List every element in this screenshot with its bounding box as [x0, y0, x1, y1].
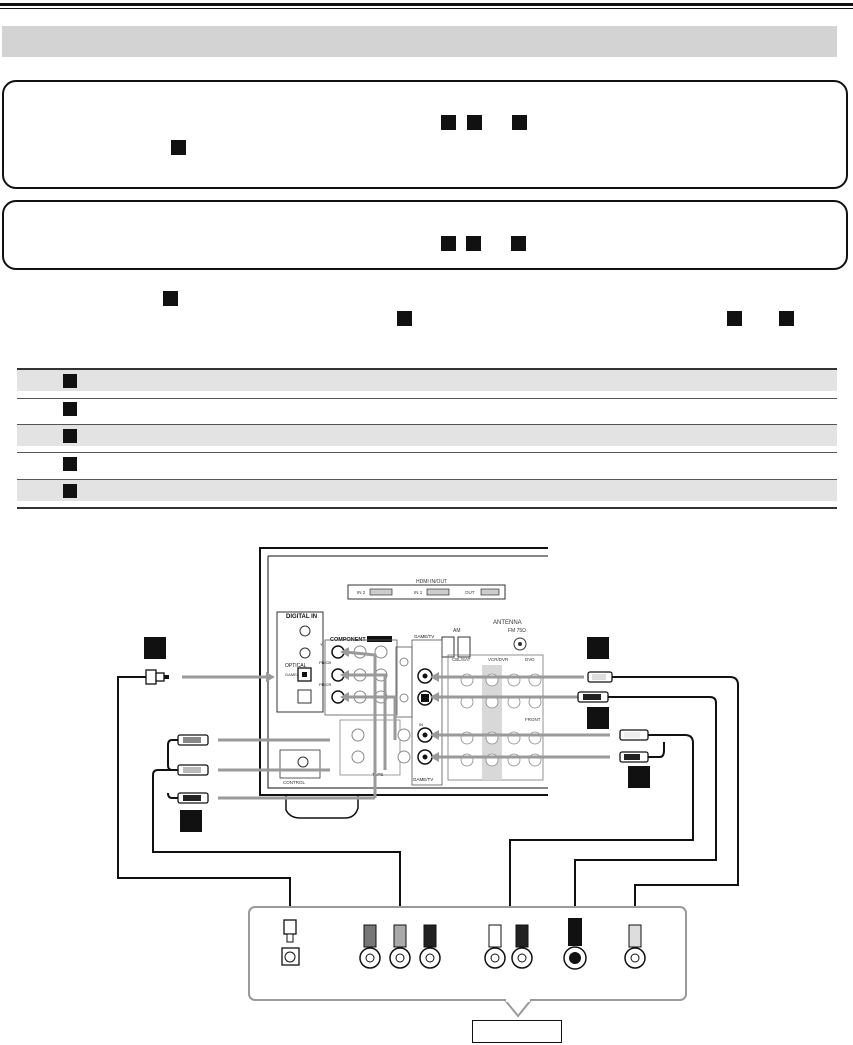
- receiver-rear-panel: [259, 547, 548, 819]
- table-rule: [17, 507, 837, 509]
- table-rule: [17, 398, 837, 399]
- hdmi-input-label: OUT: [465, 590, 475, 595]
- hdmi-panel: HDMI IN/OUT IN 2 IN 1 OUT: [347, 579, 506, 600]
- table-row: [17, 398, 837, 419]
- label-marker: [63, 374, 77, 388]
- hdmi-port: [369, 588, 393, 596]
- hdmi-port: [426, 588, 450, 596]
- hdmi-port: [480, 588, 500, 596]
- label-marker: [63, 429, 77, 443]
- table-row: [17, 480, 837, 501]
- composite-rca: [624, 924, 646, 969]
- digital-in-label: DIGITAL IN: [286, 614, 317, 620]
- component-port-label: PB/CB: [319, 660, 331, 665]
- label-marker: [441, 236, 456, 251]
- table-rule: [17, 452, 837, 453]
- table-rule: [17, 368, 837, 370]
- label-marker: [171, 140, 186, 155]
- video-plugs: [577, 671, 649, 763]
- game-tv-label-2: GAME/TV: [413, 777, 433, 782]
- audio-rca: [484, 924, 533, 969]
- label-marker: [512, 115, 527, 130]
- component-plugs: [177, 734, 209, 804]
- front-label: FRONT: [525, 717, 541, 722]
- optical-plug: [145, 669, 169, 685]
- label-marker: [397, 311, 412, 326]
- source-device-panel: [248, 906, 687, 1018]
- header-rule-bottom: [0, 8, 853, 9]
- fm-label: FM 75Ω: [508, 628, 526, 634]
- label-marker: [180, 810, 202, 832]
- table-rule: [17, 424, 837, 425]
- note-box-2: [2, 200, 848, 270]
- table-row: [17, 425, 837, 446]
- label-marker: [587, 707, 609, 729]
- arrow-heads: [266, 647, 439, 762]
- label-marker: [163, 291, 178, 306]
- optical-label: OPTICAL: [285, 663, 307, 669]
- connection-diagram: HDMI IN/OUT IN 2 IN 1 OUT ANTENNA AM FM …: [117, 547, 739, 1018]
- label-marker: [144, 637, 166, 659]
- note-box-1: [2, 80, 848, 189]
- label-marker: [628, 766, 650, 788]
- header-rule-top: [0, 3, 853, 6]
- vcr-dvr-label: VCR/DVR: [488, 657, 509, 662]
- label-marker: [63, 484, 77, 498]
- optical-port-label: GAME/TV: [285, 672, 303, 677]
- dvd-label: DVD: [525, 657, 535, 662]
- device-label: [472, 1020, 562, 1043]
- section-header-band: [2, 26, 837, 57]
- label-marker: [727, 311, 742, 326]
- hdmi-input-label: IN 1: [414, 590, 423, 595]
- tape-label: TAPE: [372, 772, 383, 777]
- digital-in-panel: DIGITAL IN OPTICAL GAME/TV: [276, 611, 324, 713]
- component-port-label: PR/CR: [319, 682, 332, 687]
- label-marker: [63, 402, 77, 416]
- label-marker: [467, 115, 482, 130]
- cables: [117, 676, 739, 925]
- antenna-terminals: ANTENNA AM FM 75Ω: [441, 620, 527, 658]
- in-label: IN: [419, 722, 423, 727]
- label-marker: [587, 637, 609, 659]
- component-port-label: Y: [320, 642, 323, 647]
- hdmi-label: HDMI IN/OUT: [416, 579, 447, 585]
- label-marker: [441, 115, 456, 130]
- antenna-label: ANTENNA: [493, 620, 522, 626]
- label-marker: [466, 236, 481, 251]
- video-input-panel: GAME/TV IN GAME/TV CBL/SAT VCR/DVR DVD F…: [411, 634, 544, 786]
- cbl-sat-label: CBL/SAT: [452, 657, 471, 662]
- table-row: [17, 370, 837, 391]
- label-marker: [779, 311, 794, 326]
- s-video-port: [563, 918, 587, 970]
- am-label: AM: [453, 628, 461, 634]
- signal-arrows: [182, 650, 610, 800]
- table-rule: [17, 479, 837, 480]
- table-row: [17, 453, 837, 474]
- control-label: CONTROL: [283, 780, 305, 785]
- label-marker: [511, 236, 526, 251]
- hdmi-input-label: IN 2: [357, 590, 366, 595]
- component-rca: [359, 924, 441, 969]
- label-marker: [63, 457, 77, 471]
- game-tv-label: GAME/TV: [414, 634, 434, 639]
